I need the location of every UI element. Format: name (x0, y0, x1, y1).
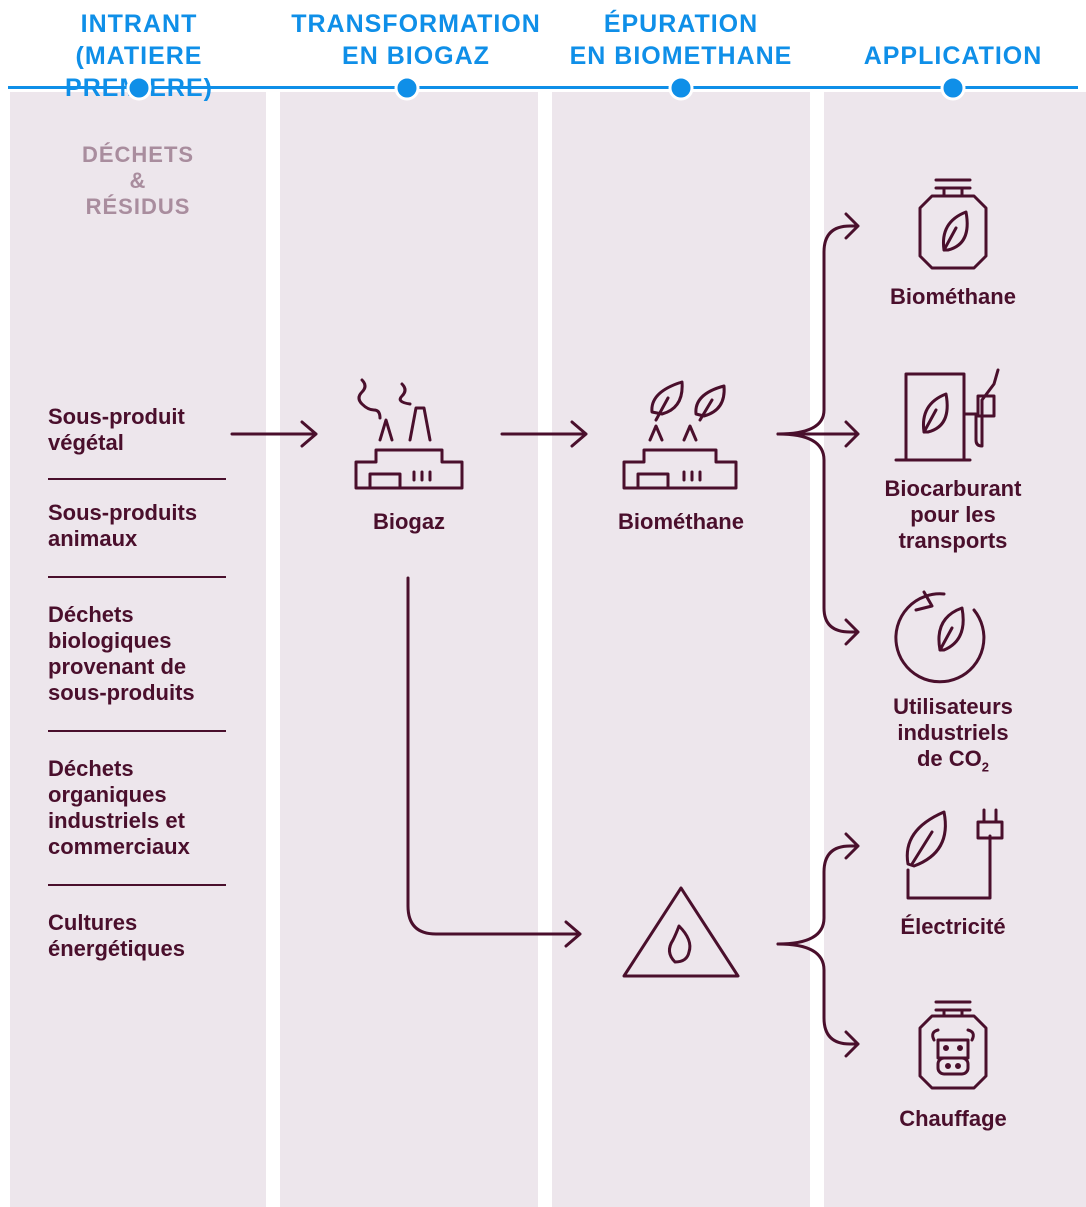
separator (48, 576, 226, 578)
timeline-dot-application (940, 75, 966, 101)
arrow-to-electricity (776, 832, 860, 946)
timeline (8, 75, 1078, 101)
recycle-leaf-icon (894, 590, 986, 684)
app-heating-label: Chauffage (899, 1106, 1007, 1131)
timeline-dot-epuration (668, 75, 694, 101)
biomethane-process-label: Biométhane (618, 509, 744, 534)
input-item: Cultures énergétiques (48, 910, 185, 961)
app-biofuel-label: Biocarburant pour les transports (884, 476, 1022, 553)
app-electricity-label: Électricité (900, 914, 1006, 939)
arrow-biogas-to-biomethane (500, 420, 588, 448)
biogas-factory-icon (354, 378, 464, 490)
header-transformation: TRANSFORMATION EN BIOGAZ (291, 10, 541, 70)
separator (48, 730, 226, 732)
input-item: Déchets biologiques provenant de sous-pr… (48, 602, 195, 705)
column-application-bg (824, 92, 1086, 1207)
app-co2-label: Utilisateurs industriels de CO2 (853, 694, 1053, 775)
separator (48, 884, 226, 886)
biomethane-factory-icon (622, 380, 738, 490)
heating-tank-cow-icon (918, 1000, 988, 1090)
header-epuration: ÉPURATION EN BIOMETHANE (569, 10, 793, 70)
category-title: DÉCHETS & RÉSIDUS (81, 142, 195, 219)
arrow-input-to-biogas (230, 420, 318, 448)
co2-label-text: Utilisateurs industriels de CO (893, 694, 1013, 771)
arrow-biogas-to-combustion (406, 576, 582, 948)
column-intrant-bg (10, 92, 266, 1207)
app-biomethane-label: Biométhane (890, 284, 1016, 309)
timeline-dot-transformation (394, 75, 420, 101)
header-application: APPLICATION (863, 42, 1043, 70)
biogas-label: Biogaz (372, 509, 446, 534)
timeline-bar (8, 86, 1078, 89)
gas-tank-leaf-icon (918, 178, 988, 270)
fuel-pump-leaf-icon (894, 368, 1000, 462)
timeline-dot-intrant (126, 75, 152, 101)
input-item: Déchets organiques industriels et commer… (48, 756, 190, 859)
arrow-to-heating (776, 942, 860, 1058)
separator (48, 478, 226, 480)
flame-warning-icon (622, 886, 740, 978)
co2-subscript: 2 (981, 759, 990, 775)
electricity-plug-leaf-icon (905, 808, 1004, 900)
header-intrant: INTRANT (MATIERE PREMIERE) (65, 10, 212, 102)
column-epuration-bg (552, 92, 810, 1207)
input-item: Sous-produits animaux (48, 500, 198, 551)
arrow-to-co2 (776, 432, 860, 646)
input-item: Sous-produit végétal (48, 404, 185, 455)
arrow-to-biomethane-app (776, 212, 860, 436)
